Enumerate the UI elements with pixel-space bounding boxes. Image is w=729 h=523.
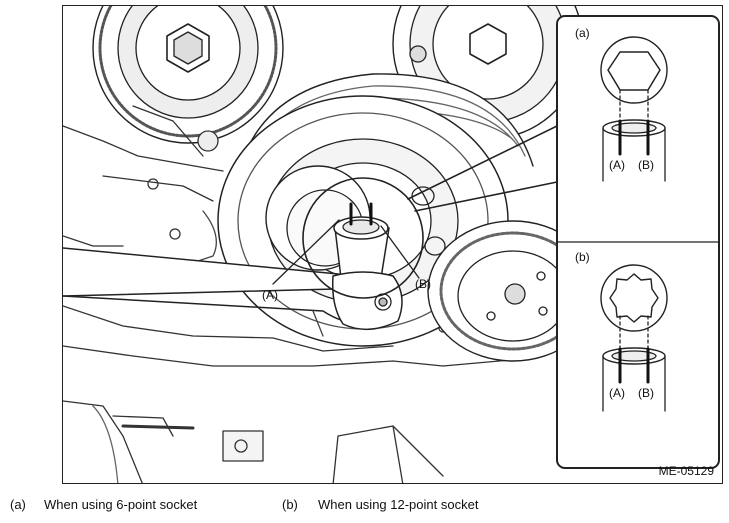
inset-panel: [556, 15, 720, 469]
caption-a-text: When using 6-point socket: [44, 497, 198, 512]
label-leaders: [272, 219, 420, 285]
engine-block: [63, 105, 554, 483]
detail-callout: [302, 125, 558, 299]
label-a-main: (A): [262, 288, 278, 302]
lower-pulley: [427, 220, 599, 362]
inset-b-label-b: (B): [638, 386, 654, 400]
inset-a-socket: [600, 36, 668, 182]
socket: [333, 202, 390, 279]
figure-code: ME-05129: [658, 464, 714, 478]
breaker-bar: [63, 247, 403, 337]
engine-illustration: [63, 6, 720, 483]
engine-diagram-frame: (A) (B) (a) (A) (B) (b) (A) (B) ME-05129: [62, 5, 723, 484]
inset-a-label-b: (B): [638, 158, 654, 172]
inset-b-label-a: (A): [609, 386, 625, 400]
tensioner-pulley: [92, 6, 284, 144]
caption-a-tag: (a): [10, 497, 26, 512]
inset-b-socket: [600, 264, 668, 412]
inset-a-label-a: (A): [609, 158, 625, 172]
caption-b-tag: (b): [282, 497, 298, 512]
label-b-main: (B): [415, 277, 431, 291]
inset-b-tag: (b): [575, 250, 590, 264]
caption-b-text: When using 12-point socket: [318, 497, 479, 512]
inset-a-tag: (a): [575, 26, 590, 40]
